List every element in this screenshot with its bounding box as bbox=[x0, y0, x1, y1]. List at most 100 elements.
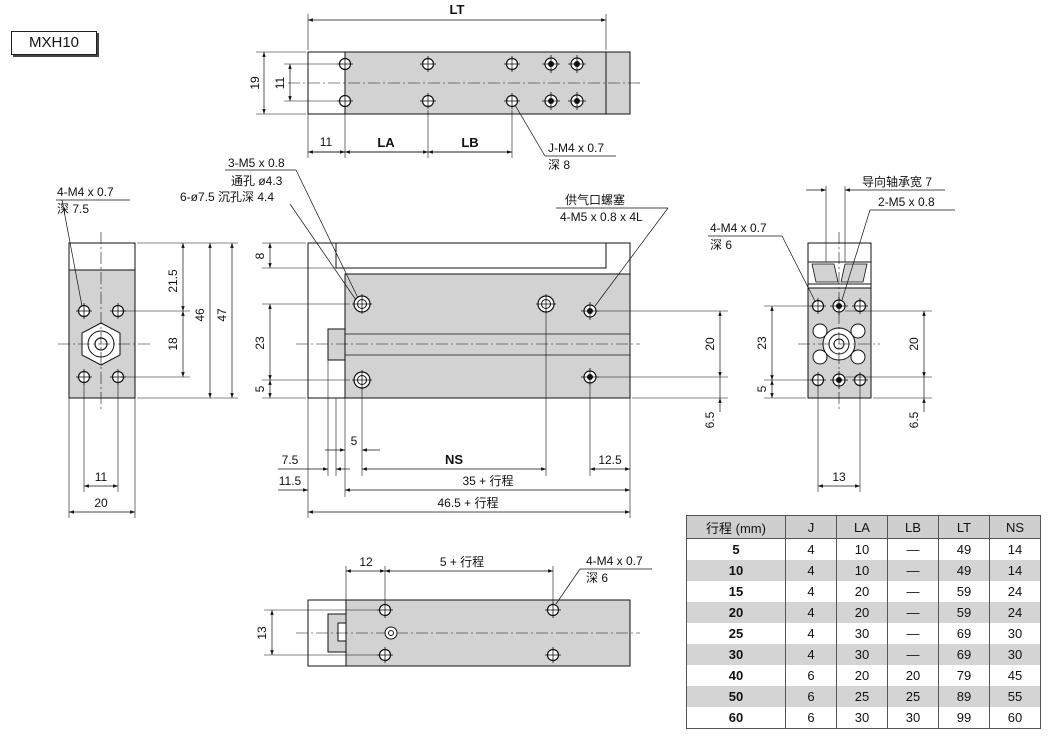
note-bottom-4m4: 4-M4 x 0.7 bbox=[586, 554, 643, 568]
dim-8: 8 bbox=[253, 252, 267, 259]
cell-lt: 49 bbox=[938, 560, 990, 581]
cell-j: 6 bbox=[785, 686, 837, 707]
cell-la: 10 bbox=[836, 538, 888, 560]
note-cbore: 6-ø7.5 沉孔深 4.4 bbox=[180, 190, 274, 204]
dim-35-stroke: 35 + 行程 bbox=[462, 473, 513, 488]
dim-47: 47 bbox=[215, 308, 229, 322]
dim-right-6-5: 6.5 bbox=[907, 411, 921, 428]
cell-stroke: 40 bbox=[686, 665, 786, 686]
cell-lb: — bbox=[887, 602, 939, 623]
dim-20: 20 bbox=[703, 337, 717, 351]
cell-stroke: 25 bbox=[686, 623, 786, 644]
cell-ns: 24 bbox=[989, 581, 1041, 602]
cell-stroke: 50 bbox=[686, 686, 786, 707]
cell-stroke: 60 bbox=[686, 707, 786, 729]
cell-j: 4 bbox=[785, 602, 837, 623]
cell-j: 6 bbox=[785, 707, 837, 729]
cell-lb: 25 bbox=[887, 686, 939, 707]
cell-lt: 59 bbox=[938, 602, 990, 623]
cell-lt: 59 bbox=[938, 581, 990, 602]
note-left-depth: 深 7.5 bbox=[57, 202, 89, 216]
header-ns: NS bbox=[989, 515, 1041, 539]
cell-stroke: 20 bbox=[686, 602, 786, 623]
cell-j: 4 bbox=[785, 623, 837, 644]
dim-11-vert: 11 bbox=[273, 76, 287, 89]
note-j-depth: 深 8 bbox=[548, 158, 570, 172]
dim-18: 18 bbox=[166, 337, 180, 351]
note-right-depth: 深 6 bbox=[710, 238, 732, 252]
left-side-view: 21.5 18 46 47 11 20 4-M4 x 0.7 深 7.5 bbox=[56, 185, 238, 518]
dim-11-horz: 11 bbox=[320, 135, 333, 149]
right-side-view: 导向轴承宽 7 2-M5 x 0.8 4-M4 x 0.7 深 6 23 5 2… bbox=[708, 174, 955, 492]
front-view: 8 23 5 20 6.5 5 NS 12.5 bbox=[180, 156, 728, 518]
cell-stroke: 5 bbox=[686, 538, 786, 560]
cell-la: 20 bbox=[836, 581, 888, 602]
table-header-row: 行程 (mm) J LA LB LT NS bbox=[686, 515, 1041, 539]
cell-ns: 60 bbox=[989, 707, 1041, 729]
dim-bottom-12: 12 bbox=[359, 555, 373, 569]
cell-stroke: 10 bbox=[686, 560, 786, 581]
header-la: LA bbox=[836, 515, 888, 539]
cell-lb: — bbox=[887, 644, 939, 665]
cell-la: 30 bbox=[836, 707, 888, 729]
cell-la: 30 bbox=[836, 644, 888, 665]
dim-6-5: 6.5 bbox=[703, 411, 717, 428]
dim-46-5-stroke: 46.5 + 行程 bbox=[437, 495, 498, 510]
cell-lt: 69 bbox=[938, 623, 990, 644]
top-view: LT 19 11 11 LA LB J-M4 x 0.7 深 8 bbox=[248, 2, 640, 172]
cell-ns: 45 bbox=[989, 665, 1041, 686]
cell-ns: 14 bbox=[989, 560, 1041, 581]
cell-lb: 30 bbox=[887, 707, 939, 729]
dim-lb: LB bbox=[461, 135, 478, 150]
cell-ns: 14 bbox=[989, 538, 1041, 560]
cell-la: 10 bbox=[836, 560, 888, 581]
note-left-4m4: 4-M4 x 0.7 bbox=[57, 185, 114, 199]
dim-lt: LT bbox=[450, 2, 465, 17]
dim-46: 46 bbox=[193, 308, 207, 322]
dim-ns: NS bbox=[445, 452, 463, 467]
cell-la: 20 bbox=[836, 665, 888, 686]
cell-la: 30 bbox=[836, 623, 888, 644]
dim-5-horz: 5 bbox=[351, 434, 358, 448]
note-bottom-depth: 深 6 bbox=[586, 571, 608, 585]
dim-7-5: 7.5 bbox=[282, 453, 299, 467]
cell-ns: 30 bbox=[989, 644, 1041, 665]
cell-lb: — bbox=[887, 538, 939, 560]
note-j-thread: J-M4 x 0.7 bbox=[548, 141, 604, 155]
dim-right-13: 13 bbox=[832, 470, 846, 484]
dim-12-5: 12.5 bbox=[598, 453, 622, 467]
cell-j: 4 bbox=[785, 538, 837, 560]
note-2m5: 2-M5 x 0.8 bbox=[878, 195, 935, 209]
cell-la: 25 bbox=[836, 686, 888, 707]
dim-bottom-5-stroke: 5 + 行程 bbox=[440, 554, 484, 569]
dim-right-23: 23 bbox=[755, 336, 769, 350]
cell-ns: 30 bbox=[989, 623, 1041, 644]
dim-la: LA bbox=[377, 135, 395, 150]
dim-5: 5 bbox=[253, 385, 267, 392]
cell-j: 4 bbox=[785, 581, 837, 602]
model-tag: MXH10 bbox=[11, 31, 97, 55]
header-lb: LB bbox=[887, 515, 939, 539]
note-3m5: 3-M5 x 0.8 bbox=[228, 156, 285, 170]
cell-ns: 24 bbox=[989, 602, 1041, 623]
cell-j: 4 bbox=[785, 560, 837, 581]
dim-bottom-13: 13 bbox=[255, 626, 269, 640]
cell-j: 6 bbox=[785, 665, 837, 686]
cell-lt: 89 bbox=[938, 686, 990, 707]
dim-21-5: 21.5 bbox=[166, 269, 180, 293]
note-thru: 通孔 ø4.3 bbox=[231, 174, 283, 188]
cell-lb: — bbox=[887, 581, 939, 602]
dim-11-5: 11.5 bbox=[279, 474, 302, 488]
note-guide-width: 导向轴承宽 7 bbox=[862, 174, 932, 189]
header-lt: LT bbox=[938, 515, 990, 539]
cell-lt: 99 bbox=[938, 707, 990, 729]
